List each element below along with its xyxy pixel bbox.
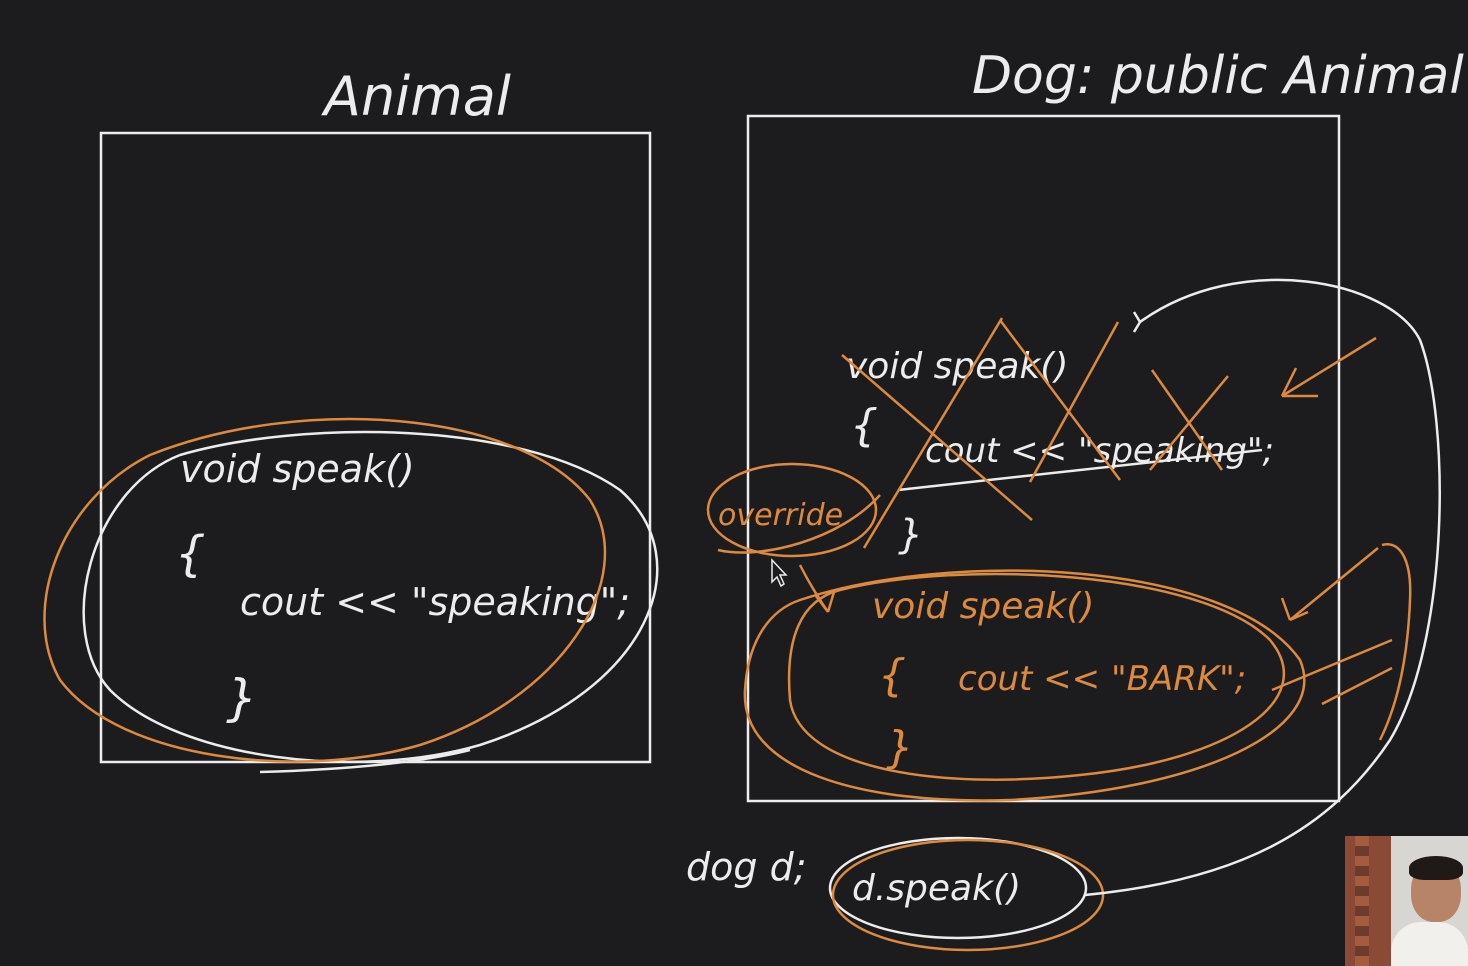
speak-call-highlight-orange (831, 838, 1105, 952)
animal-highlight-tail-white (259, 748, 471, 774)
speak-call: d.speak() (852, 868, 1021, 909)
struck-underline (897, 448, 1263, 492)
dog-method-highlight-inner (787, 572, 1285, 781)
animal-class-title: Animal (321, 65, 511, 128)
struck-method-arrow (1280, 336, 1377, 398)
dog-new-close-brace: } (886, 722, 914, 773)
mouse-cursor-icon (771, 558, 788, 588)
presenter-body (1391, 922, 1468, 966)
override-bubble (706, 462, 878, 558)
dog-method-highlight-outer (743, 569, 1306, 802)
dog-new-open-brace: { (878, 650, 906, 701)
cross-mark-3b (1149, 375, 1229, 471)
cross-mark-2a (999, 319, 1121, 481)
override-arrow (798, 564, 836, 613)
call-flow-arrow (1084, 278, 1441, 897)
override-bubble-swash (717, 494, 881, 554)
dog-struck-open-brace: { (850, 400, 878, 451)
cross-mark-1a (841, 354, 1033, 521)
override-label: override (718, 498, 843, 533)
dog-class-title: Dog: public Animal (972, 46, 1464, 106)
emphasis-line-1 (1271, 638, 1393, 692)
speak-call-highlight-white (828, 836, 1088, 940)
dog-declaration: dog d; (686, 845, 807, 889)
animal-close-brace: } (226, 669, 258, 727)
animal-speak-body: cout << "speaking"; (240, 580, 630, 624)
cross-mark-2b (1028, 321, 1120, 483)
cross-mark-3a (1150, 369, 1224, 471)
presenter-webcam (1345, 836, 1468, 966)
animal-method-highlight-orange (43, 417, 607, 763)
new-method-arrow (1280, 547, 1379, 622)
presenter-hair (1409, 856, 1463, 880)
dog-new-signature: void speak() (872, 586, 1094, 627)
emphasis-line-2 (1321, 666, 1393, 706)
animal-open-brace: { (175, 526, 206, 582)
dog-class-box (746, 114, 1341, 803)
dog-struck-close-brace: } (898, 512, 923, 558)
dog-struck-signature: void speak() (846, 346, 1068, 387)
emphasis-curve (1378, 543, 1412, 741)
animal-method-highlight-white (82, 430, 659, 764)
animal-speak-signature: void speak() (180, 447, 415, 491)
dog-new-body: cout << "BARK"; (958, 659, 1246, 699)
cross-mark-1b (862, 317, 1004, 549)
webcam-background-left (1345, 836, 1391, 966)
